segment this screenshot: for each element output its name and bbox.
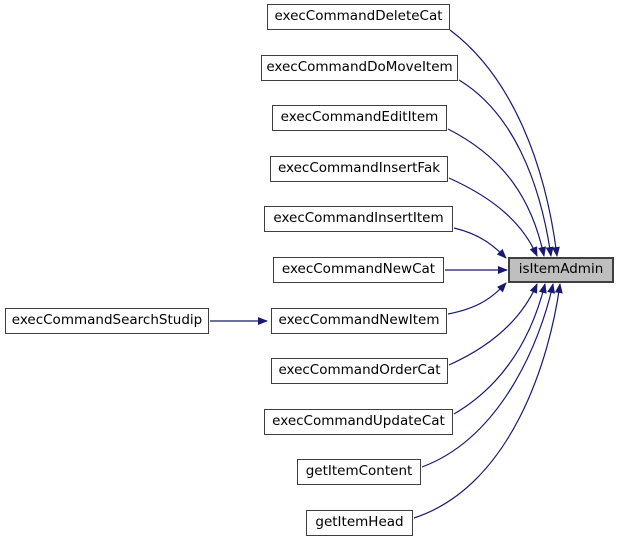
node-isItemAdmin[interactable]: isItemAdmin	[508, 257, 614, 283]
node-label: getItemContent	[305, 463, 413, 480]
node-getItemHead[interactable]: getItemHead	[306, 510, 413, 536]
node-label: isItemAdmin	[518, 261, 604, 278]
node-execCommandSearchStudip[interactable]: execCommandSearchStudip	[5, 308, 209, 334]
node-label: execCommandDeleteCat	[274, 8, 443, 25]
node-execCommandNewCat[interactable]: execCommandNewCat	[273, 257, 444, 283]
edge-execCommandDoMoveItem-to-isItemAdmin	[458, 79, 554, 257]
node-label: execCommandNewItem	[278, 312, 440, 329]
edge-execCommandInsertItem-to-isItemAdmin	[453, 227, 507, 259]
node-label: execCommandInsertItem	[273, 210, 444, 227]
edge-execCommandOrderCat-to-isItemAdmin	[448, 283, 538, 366]
edge-execCommandInsertFak-to-isItemAdmin	[448, 177, 538, 257]
node-execCommandDeleteCat[interactable]: execCommandDeleteCat	[267, 4, 450, 30]
node-execCommandInsertFak[interactable]: execCommandInsertFak	[270, 156, 448, 182]
node-label: execCommandDoMoveItem	[266, 59, 453, 76]
edge-execCommandNewItem-to-isItemAdmin	[447, 282, 507, 315]
node-execCommandEditItem[interactable]: execCommandEditItem	[272, 105, 447, 131]
node-label: execCommandEditItem	[280, 109, 439, 126]
node-label: getItemHead	[315, 514, 404, 531]
node-execCommandInsertItem[interactable]: execCommandInsertItem	[264, 206, 453, 232]
edge-getItemContent-to-isItemAdmin	[421, 283, 556, 468]
node-label: execCommandInsertFak	[277, 160, 441, 177]
edge-getItemHead-to-isItemAdmin	[413, 283, 563, 519]
node-label: execCommandSearchStudip	[11, 312, 203, 329]
node-label: execCommandOrderCat	[278, 362, 441, 379]
node-execCommandUpdateCat[interactable]: execCommandUpdateCat	[264, 409, 453, 435]
edge-execCommandUpdateCat-to-isItemAdmin	[453, 283, 547, 415]
node-execCommandNewItem[interactable]: execCommandNewItem	[271, 308, 447, 334]
node-getItemContent[interactable]: getItemContent	[297, 459, 421, 485]
node-execCommandDoMoveItem[interactable]: execCommandDoMoveItem	[261, 55, 458, 81]
node-execCommandOrderCat[interactable]: execCommandOrderCat	[271, 358, 448, 384]
node-label: execCommandUpdateCat	[272, 413, 445, 430]
node-label: execCommandNewCat	[281, 261, 436, 278]
edge-execCommandEditItem-to-isItemAdmin	[447, 128, 547, 257]
edge-execCommandDeleteCat-to-isItemAdmin	[449, 29, 560, 257]
